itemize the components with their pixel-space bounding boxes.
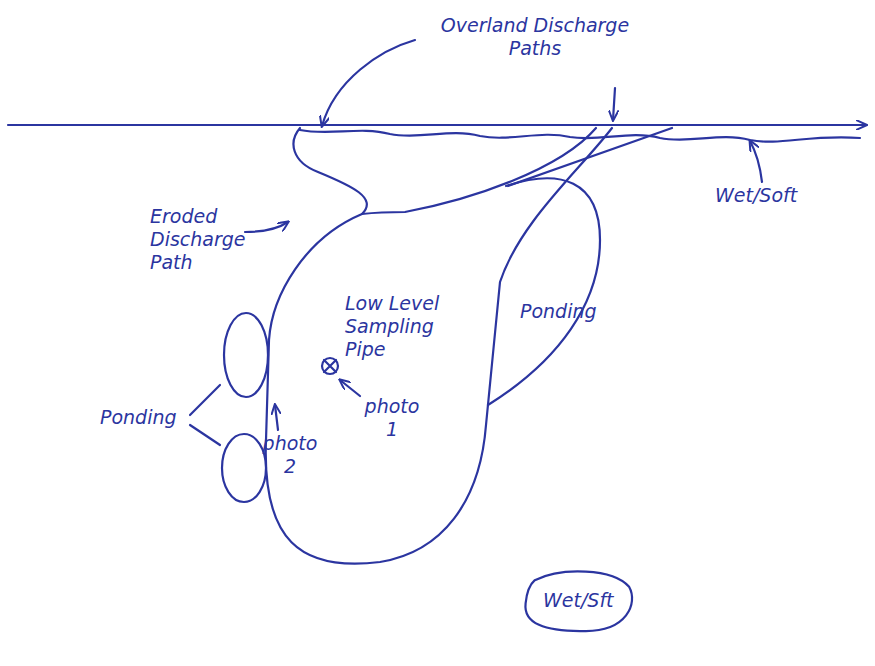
- callout-arrow: [275, 405, 278, 430]
- boundary-line: [8, 124, 866, 126]
- callout-arrow: [613, 88, 615, 120]
- leader-line: [190, 385, 220, 415]
- photo-label: photo 1: [362, 395, 422, 441]
- pond-neck: [362, 128, 596, 214]
- pipe-symbol: [324, 360, 336, 372]
- ponding-oval: [222, 434, 266, 502]
- discharge-channel: [508, 128, 672, 186]
- ponding-oval: [224, 313, 268, 397]
- area-label: Ponding: [520, 300, 600, 323]
- ponding-area: [488, 178, 600, 405]
- callout-label: Low Level Sampling Pipe: [345, 292, 450, 361]
- title-note: Overland Discharge Paths: [425, 14, 645, 60]
- wet-soft-edge: [300, 130, 860, 142]
- area-label: Wet/Soft: [715, 184, 825, 207]
- callout-label: Eroded Discharge Path: [150, 205, 245, 274]
- callout-arrow: [245, 222, 288, 232]
- wet-area-blob: Wet/Sft: [521, 567, 636, 633]
- area-label: Ponding: [100, 406, 185, 429]
- callout-arrow: [750, 141, 762, 182]
- callout-arrow: [322, 40, 415, 126]
- pond-outline: [266, 128, 612, 564]
- leader-line: [190, 425, 220, 445]
- area-label: Wet/Sft: [543, 589, 614, 611]
- photo-label: photo 2: [260, 432, 320, 478]
- callout-arrow: [340, 380, 360, 396]
- pipe-symbol: [322, 358, 338, 374]
